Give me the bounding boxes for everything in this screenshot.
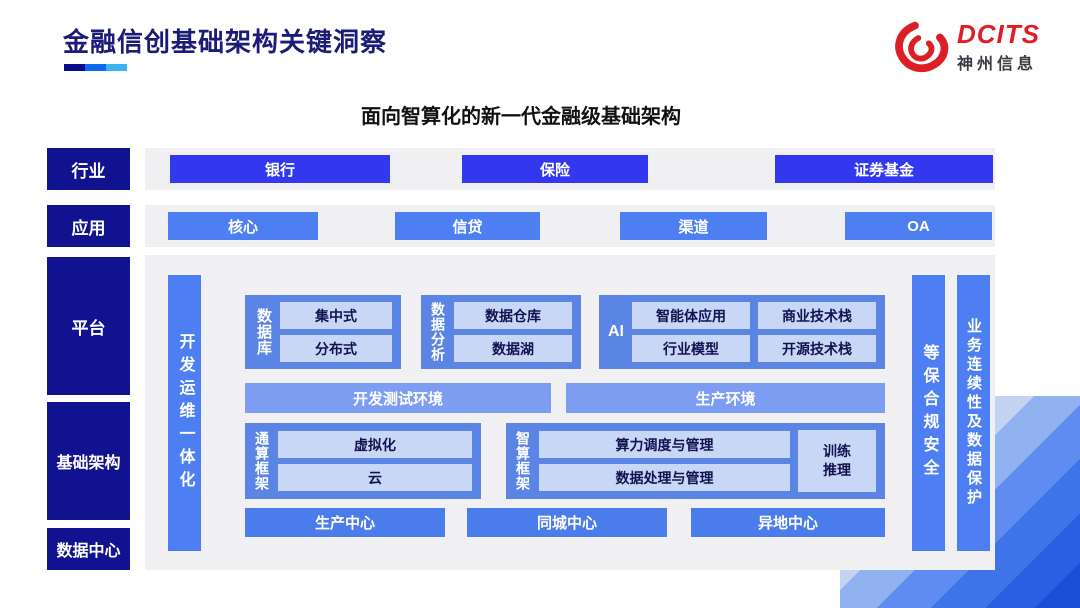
database-group-label: 数据库: [255, 308, 272, 356]
app-channel: 渠道: [620, 212, 767, 240]
production-center: 生产中心: [245, 508, 445, 537]
logo-swirl-icon: [895, 21, 949, 73]
database-centralized: 集中式: [280, 302, 392, 329]
accent-segment-cyan: [106, 64, 127, 71]
training-inference-box: 训练 推理: [798, 430, 876, 492]
industry-row: 银行 保险 证券基金: [145, 148, 995, 190]
business-continuity-vertical-bar: 业务连续性及数据保护: [957, 275, 990, 551]
accent-segment-blue: [85, 64, 106, 71]
diagram-subtitle: 面向智算化的新一代金融级基础架构: [361, 106, 681, 128]
sidebar-label-application: 应用: [47, 205, 130, 247]
intelligent-compute-group: 智算框架 算力调度与管理 数据处理与管理 训练 推理: [506, 423, 885, 499]
devops-vertical-bar: 开发运维一体化: [168, 275, 201, 551]
page-title: 金融信创基础架构关键洞察: [63, 27, 388, 57]
ai-commercial-stack: 商业技术栈: [758, 302, 876, 329]
logo-brand-text: DCITS: [957, 18, 1040, 49]
analytics-group: 数据分析 数据仓库 数据湖: [421, 295, 581, 369]
app-core: 核心: [168, 212, 318, 240]
industry-bank: 银行: [170, 155, 390, 183]
security-compliance-vertical-bar: 等保合规安全: [912, 275, 945, 551]
data-warehouse: 数据仓库: [454, 302, 572, 329]
app-oa: OA: [845, 212, 992, 240]
remote-center: 异地中心: [691, 508, 885, 537]
business-continuity-label: 业务连续性及数据保护: [965, 318, 982, 508]
ai-industry-models: 行业模型: [632, 335, 750, 362]
general-compute-group-label: 通算框架: [254, 431, 270, 491]
database-distributed: 分布式: [280, 335, 392, 362]
app-credit: 信贷: [395, 212, 540, 240]
industry-securities-funds: 证券基金: [775, 155, 993, 183]
sidebar-label-datacenter: 数据中心: [47, 528, 130, 570]
ai-open-source-stack: 开源技术栈: [758, 335, 876, 362]
ai-group-label: AI: [608, 323, 624, 340]
devops-vertical-bar-label: 开发运维一体化: [176, 332, 194, 494]
application-row: 核心 信贷 渠道 OA: [145, 205, 995, 247]
virtualization: 虚拟化: [278, 431, 472, 458]
platform-infrastructure-area: 开发运维一体化 数据库 集中式 分布式 数据分析 数据仓库 数据湖 AI 智能体…: [145, 255, 995, 570]
title-accent-bar: [64, 64, 127, 71]
industry-insurance: 保险: [462, 155, 648, 183]
database-group: 数据库 集中式 分布式: [245, 295, 401, 369]
sidebar-label-infrastructure: 基础架构: [47, 402, 130, 520]
same-city-center: 同城中心: [467, 508, 667, 537]
analytics-group-label: 数据分析: [430, 302, 446, 362]
sidebar-label-industry: 行业: [47, 148, 130, 190]
compute-scheduling-management: 算力调度与管理: [539, 431, 790, 458]
intelligent-compute-group-label: 智算框架: [515, 431, 531, 491]
data-lake: 数据湖: [454, 335, 572, 362]
general-compute-group: 通算框架 虚拟化 云: [245, 423, 481, 499]
security-compliance-label: 等保合规安全: [920, 344, 938, 482]
dcits-logo: DCITS 神州信息: [893, 18, 1040, 76]
production-environment-bar: 生产环境: [566, 383, 885, 413]
data-processing-management: 数据处理与管理: [539, 464, 790, 491]
ai-agent-apps: 智能体应用: [632, 302, 750, 329]
cloud: 云: [278, 464, 472, 491]
ai-group: AI 智能体应用 商业技术栈 行业模型 开源技术栈: [599, 295, 885, 369]
sidebar-label-platform: 平台: [47, 257, 130, 395]
logo-company-text: 神州信息: [957, 55, 1038, 73]
dev-test-environment-bar: 开发测试环境: [245, 383, 551, 413]
accent-segment-dark: [64, 64, 85, 71]
